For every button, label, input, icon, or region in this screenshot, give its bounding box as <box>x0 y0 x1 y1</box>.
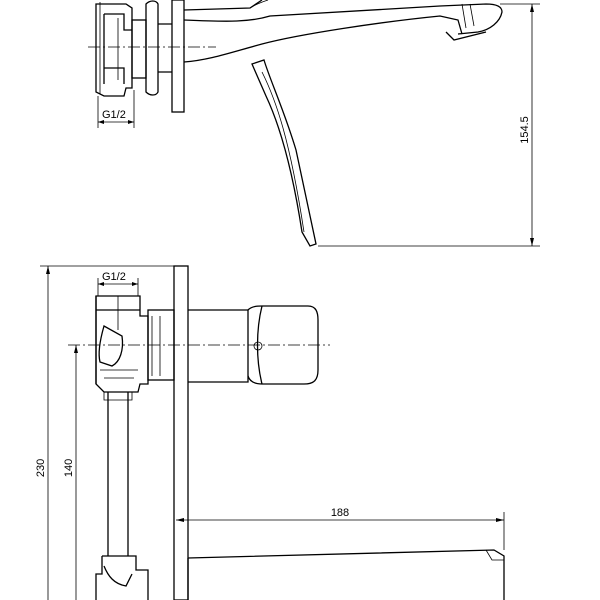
front-lower-fitting <box>95 555 149 600</box>
front-centre-height-label: 140 <box>63 459 75 477</box>
side-fitting-body <box>103 13 132 84</box>
front-total-height-label: 230 <box>35 459 47 477</box>
spout-projection-dimension: 188 <box>176 507 505 550</box>
front-thread-label: G1/2 <box>102 271 126 283</box>
front-spout <box>187 549 505 600</box>
front-connecting-pipe <box>107 392 129 556</box>
front-wall-plate <box>173 265 189 600</box>
front-centre-height-dimension: 140 <box>63 345 78 600</box>
side-wall-plate <box>171 0 185 113</box>
side-height-dimension: 154.5 <box>318 3 540 247</box>
side-fitting-nut <box>95 3 133 97</box>
front-handle-screw <box>253 341 263 351</box>
side-housing <box>131 19 147 79</box>
front-handle-body <box>188 309 249 383</box>
side-view: G1/2 154.5 <box>88 0 540 247</box>
spout-projection-label: 188 <box>331 507 349 519</box>
side-thread-label: G1/2 <box>102 109 126 121</box>
front-view: G1/2 230 140 188 <box>35 265 505 600</box>
side-lever-handle <box>251 59 317 247</box>
front-thread-dimension: G1/2 <box>97 271 139 296</box>
side-thread-dimension: G1/2 <box>97 90 135 128</box>
side-height-label: 154.5 <box>519 116 531 144</box>
front-total-height-dimension: 230 <box>35 265 176 600</box>
front-upper-fitting <box>95 295 149 393</box>
